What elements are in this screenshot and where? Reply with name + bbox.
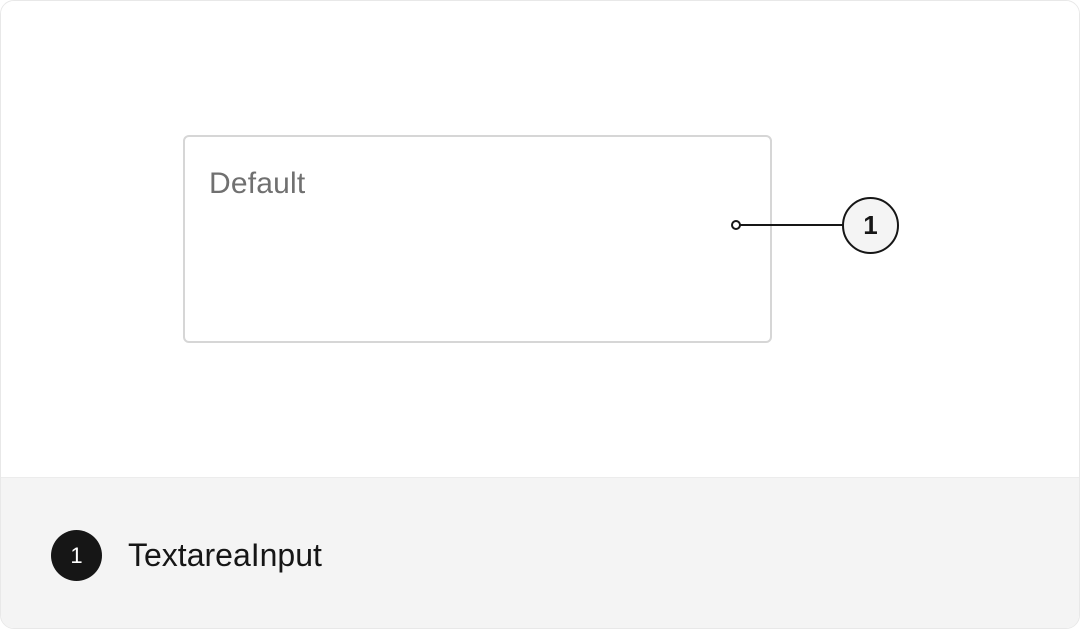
anchor-dot-icon: [731, 220, 741, 230]
callout-badge: 1: [842, 197, 899, 254]
textarea-placeholder: Default: [209, 167, 306, 200]
callout-connector: [731, 220, 843, 230]
legend-number-badge: 1: [51, 530, 102, 581]
preview-canvas: Default 1: [1, 1, 1079, 477]
textarea-input[interactable]: Default: [183, 135, 772, 343]
legend-item: 1 TextareaInput: [51, 530, 322, 581]
legend-label: TextareaInput: [128, 537, 322, 573]
legend-panel: 1 TextareaInput: [1, 477, 1079, 628]
